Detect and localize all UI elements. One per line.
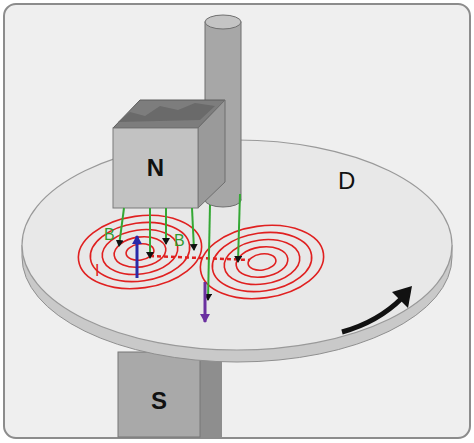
pole-label: N [147, 154, 164, 182]
pole-label: D [338, 167, 355, 195]
field-label: B [104, 226, 115, 244]
pole-label: S [151, 387, 167, 415]
field-label: B [174, 232, 185, 250]
magnet-block: S [118, 366, 200, 436]
current-label: I [95, 262, 99, 280]
magnet-block: N [113, 128, 198, 208]
